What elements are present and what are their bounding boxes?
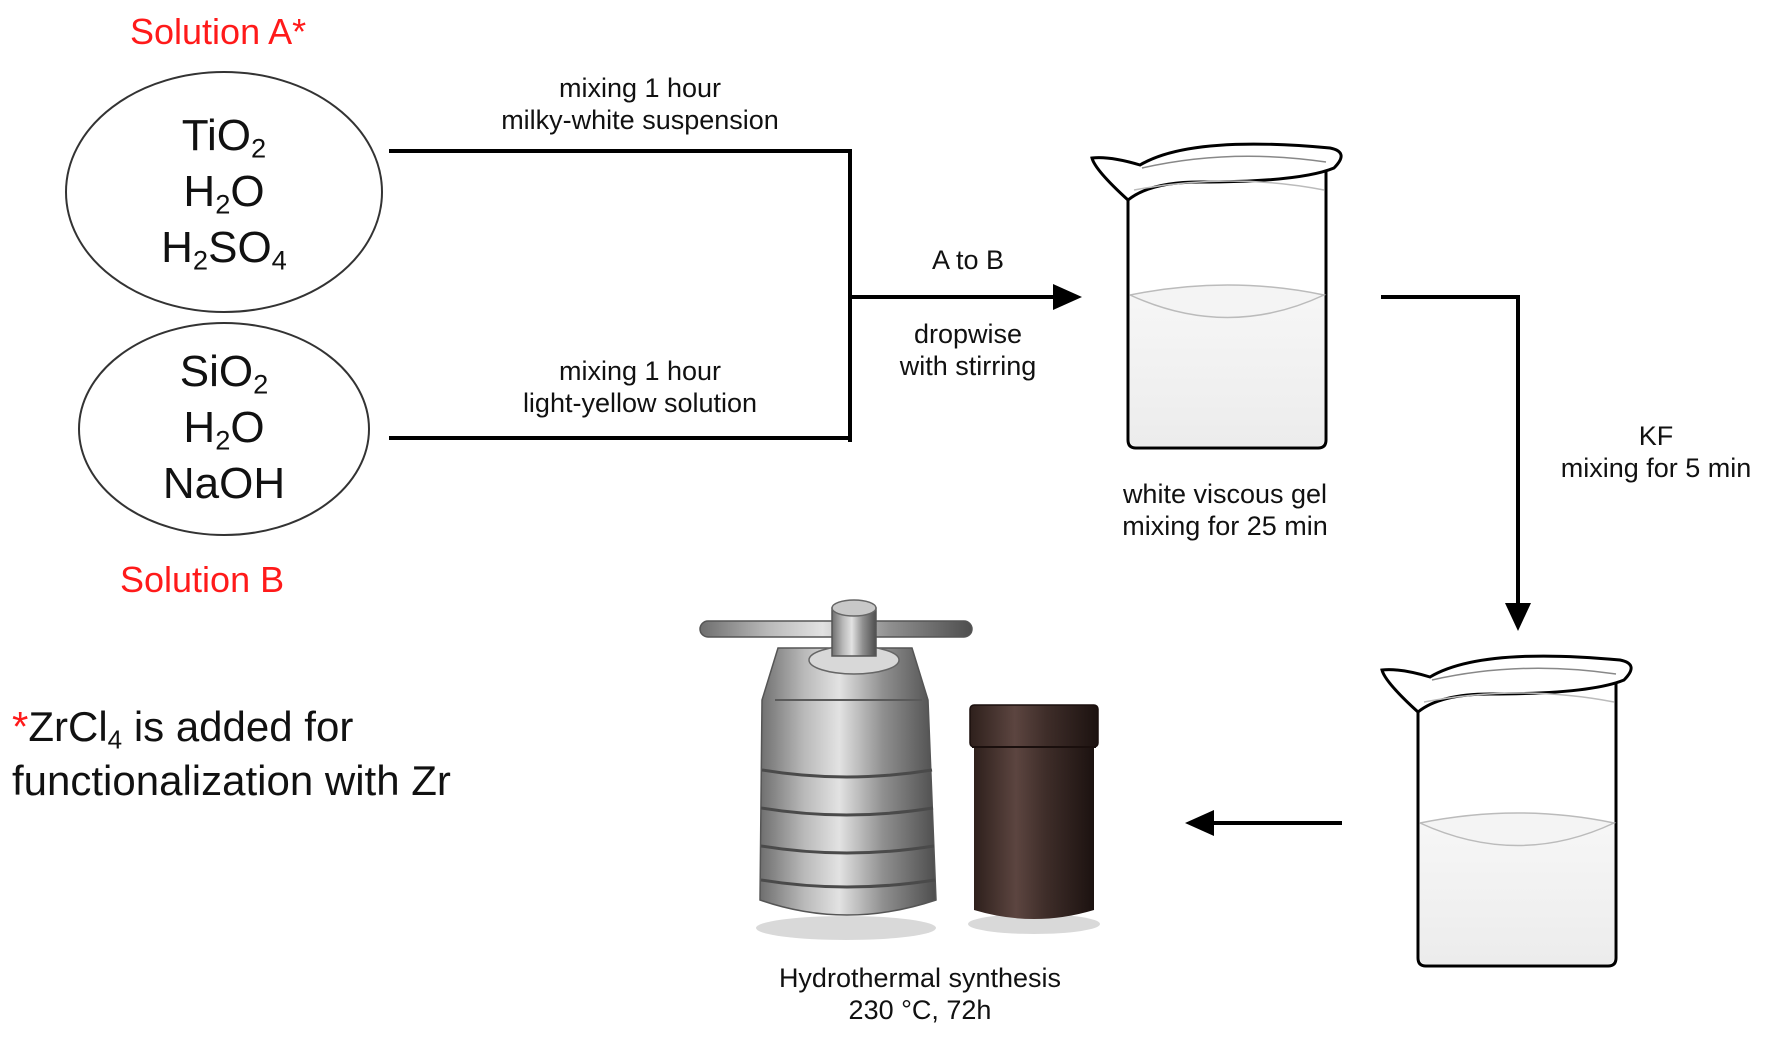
step-b-label: mixing 1 hour light-yellow solution [440,355,840,419]
combine-line2: with stirring [899,351,1037,381]
zr-footnote-line1: *ZrCl4 is added for [12,703,354,755]
solution-b-components: SiO2 H2O NaOH [64,344,384,512]
zr-footnote-line2: functionalization with Zr [12,757,451,804]
solution-a-components: TiO2 H2O H2SO4 [64,108,384,276]
hydro-line1: Hydrothermal synthesis [778,963,1062,993]
combine-method-label: dropwise with stirring [858,318,1078,382]
solution-b-ellipse [78,322,370,536]
kf-caption: KF mixing for 5 min [1532,420,1780,484]
arrow-to-gel-head [1053,284,1082,310]
solution-b-title: Solution B [120,559,285,600]
solution-a-component-2: H2O [183,167,265,220]
kf-line2: mixing for 5 min [1560,453,1752,483]
liner-image [968,704,1100,934]
solution-b-component-3: NaOH [162,459,286,508]
solution-a-component-1: TiO2 [181,111,267,164]
solution-b-component-1: SiO2 [179,347,269,400]
solution-a-component-3: H2SO4 [161,223,287,276]
step-a-label: mixing 1 hour milky-white suspension [440,72,840,136]
step-a-line1: mixing 1 hour [558,73,722,103]
connector-gel-kf [1381,295,1520,605]
solution-a-title: Solution A* [130,11,307,52]
connector-a [389,149,852,442]
gel-line2: mixing for 25 min [1122,511,1328,541]
beaker-gel [1090,142,1343,450]
solution-b-component-2: H2O [183,403,265,456]
arrow-left-head [1185,810,1214,836]
hydro-line2: 230 °C, 72h [848,995,992,1025]
hydrothermal-caption: Hydrothermal synthesis 230 °C, 72h [740,962,1100,1026]
zr-footnote: *ZrCl4 is added for functionalization wi… [12,700,451,808]
combine-line1: dropwise [913,319,1023,349]
combine-direction-label: A to B [931,245,1005,275]
gel-caption: white viscous gel mixing for 25 min [1080,478,1370,542]
beaker-kf [1380,654,1633,968]
step-b-line1: mixing 1 hour [558,356,722,386]
step-b-line2: light-yellow solution [522,388,758,418]
autoclave-image [699,599,973,940]
step-a-line2: milky-white suspension [501,105,779,135]
kf-line1: KF [1638,421,1674,451]
gel-line1: white viscous gel [1122,479,1328,509]
solution-a-ellipse [65,71,383,313]
arrow-down-head [1505,603,1531,631]
